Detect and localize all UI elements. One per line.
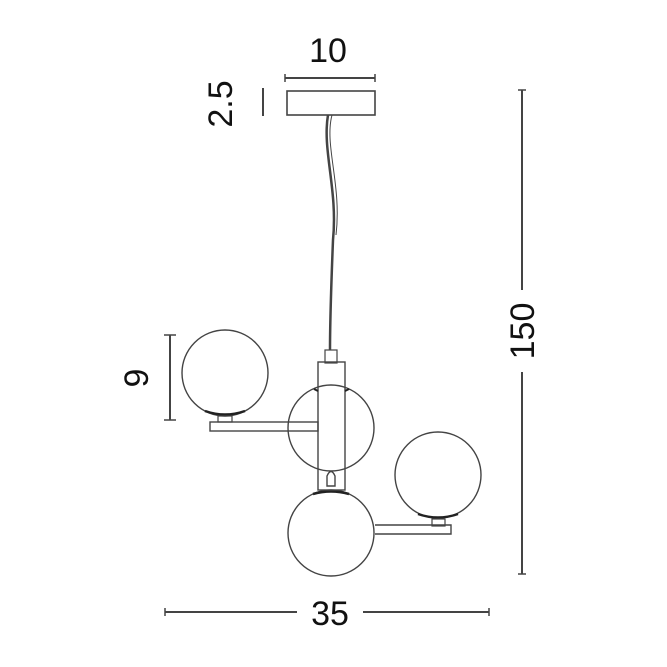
left-globe	[181, 329, 269, 417]
left-globe-assembly	[181, 329, 319, 432]
canopy-width-dimension: 10	[284, 32, 376, 82]
total-height-dimension: 150	[504, 89, 542, 575]
total-width-label: 35	[311, 595, 349, 633]
globe-diameter-label: 9	[118, 369, 156, 388]
back-globe	[287, 384, 375, 472]
suspension-cable	[325, 114, 338, 351]
total-height-label: 150	[504, 303, 542, 360]
left-arm	[209, 421, 319, 432]
right-arm	[375, 524, 452, 535]
total-width-dimension: 35	[164, 595, 490, 633]
canopy-height-dimension: 2.5	[202, 80, 264, 128]
right-globe-assembly	[375, 431, 482, 535]
canopy-height-label: 2.5	[202, 80, 240, 127]
globe-diameter-dimension: 9	[118, 334, 176, 421]
right-globe	[394, 431, 482, 519]
ceiling-canopy	[286, 90, 376, 116]
central-stem	[313, 349, 350, 491]
canopy-width-label: 10	[309, 32, 347, 70]
bottom-globe	[287, 489, 375, 577]
